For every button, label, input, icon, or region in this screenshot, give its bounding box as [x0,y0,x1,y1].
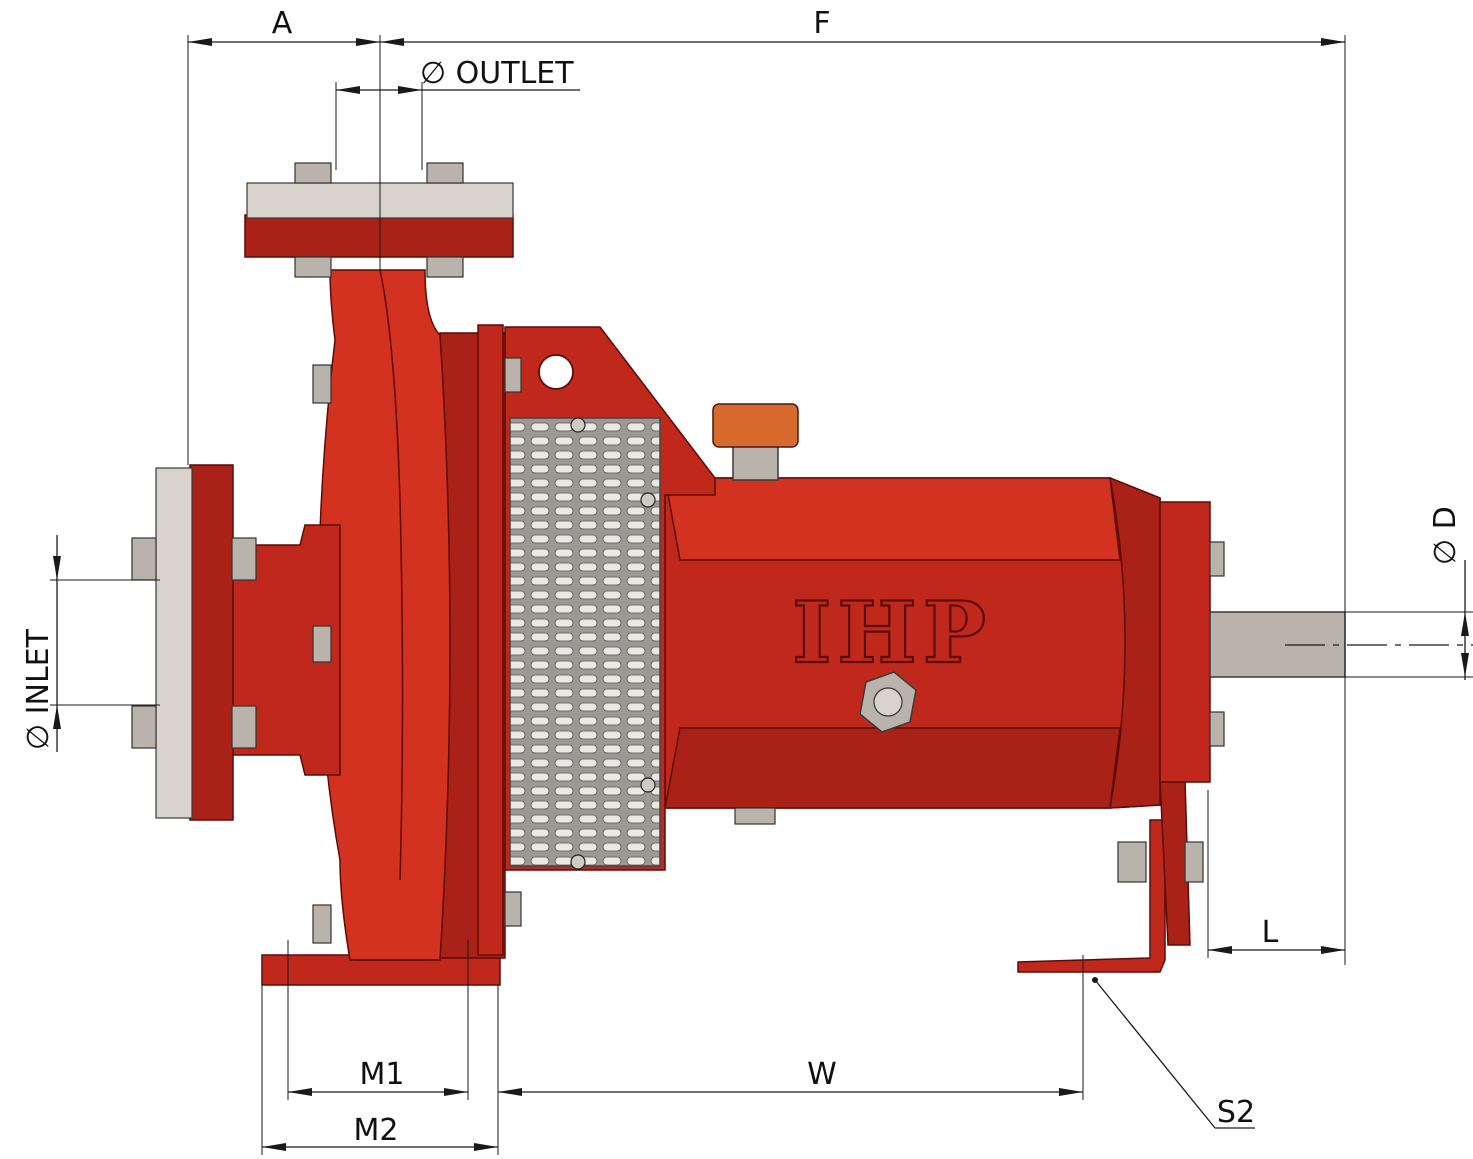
bearing-housing-bottom-rib [664,727,1121,809]
vent-stem [732,444,779,481]
coupling-guard [509,417,661,867]
brand-lettering: IHP [792,583,992,682]
rear-support-bracket [1017,819,1166,973]
bearing-housing-top-rib [664,477,1121,561]
dim-label-inlet: ∅ INLET [21,628,56,750]
inlet-flange [189,464,234,821]
vent-cap [712,403,799,448]
guard-screws [570,417,656,870]
drain-plug-center [873,687,903,717]
dim-label-f: F [813,6,830,41]
bolts [131,162,1225,944]
dim-label-l: L [1262,915,1279,950]
dim-label-d: ∅ D [1428,506,1463,565]
inlet-gasket [155,467,193,819]
dim-label-w: W [807,1057,837,1092]
suction-nozzle [231,524,341,776]
pump-assembly: IHP [131,162,1346,986]
dim-label-m2: M2 [354,1113,399,1148]
volute-casing [317,269,451,961]
dim-label-s2: S2 [1217,1095,1255,1130]
bearing-housing-end [1109,476,1161,809]
dim-label-m1: M1 [360,1057,405,1092]
volute-inner-line [379,269,404,881]
dimension-lines [50,35,1473,1155]
bearing-end-cover [1159,501,1211,783]
casing-cover-ring [477,324,504,956]
dim-label-outlet: ∅ OUTLET [420,56,574,91]
outlet-flange [244,214,514,258]
dim-label-a: A [272,6,293,41]
lifting-eye [538,354,574,390]
